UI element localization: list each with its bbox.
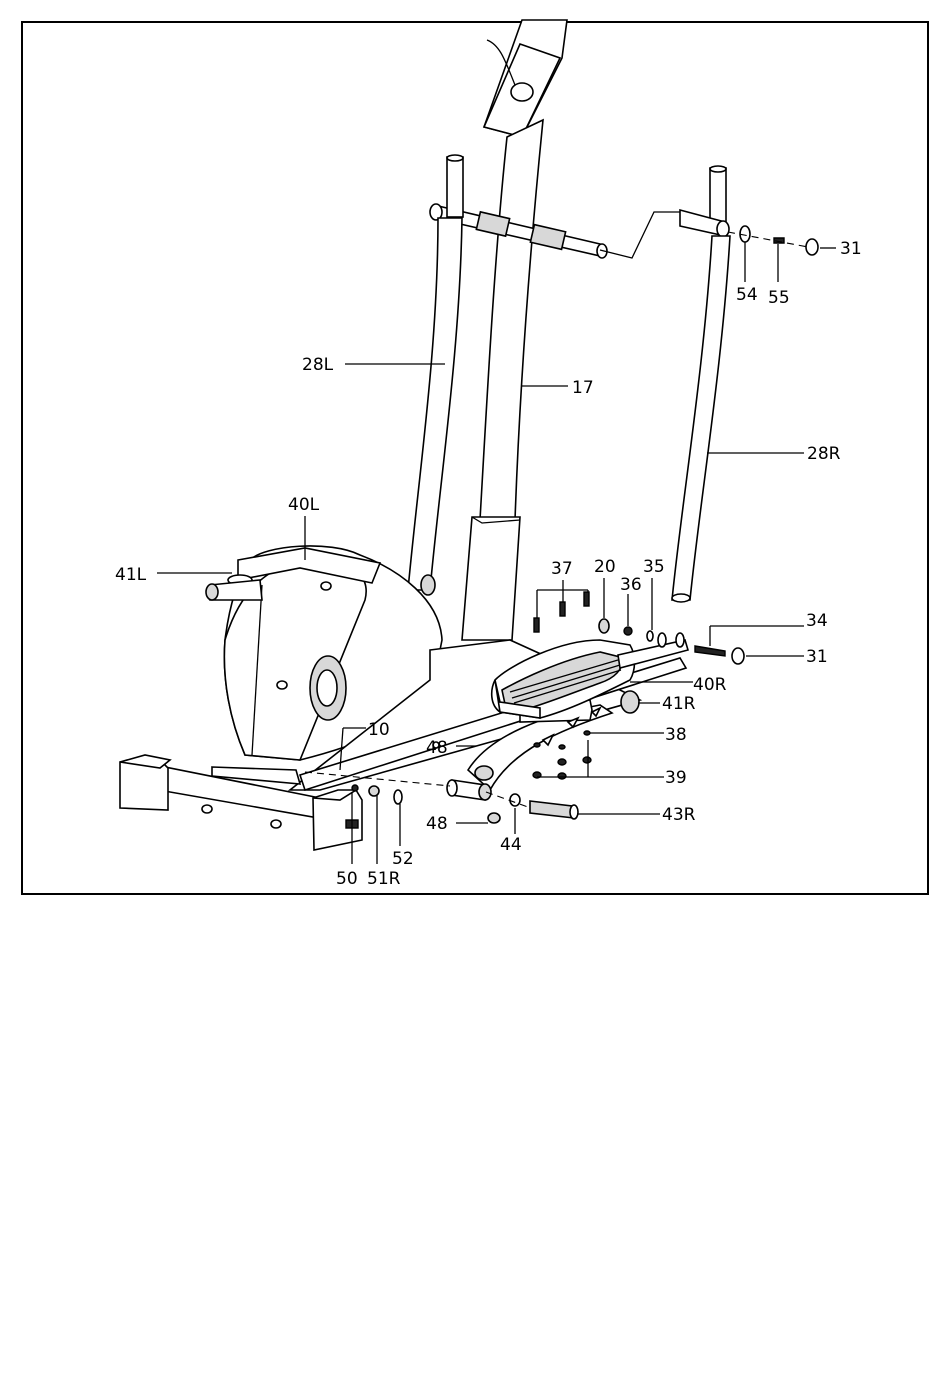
label-41L: 41L — [115, 565, 147, 585]
label-17: 17 — [572, 378, 594, 398]
label-35: 35 — [643, 557, 665, 577]
label-40L: 40L — [288, 495, 320, 515]
label-36: 36 — [620, 575, 642, 595]
part-28R-right-arm — [672, 166, 730, 602]
label-28L: 28L — [302, 355, 334, 375]
label-51R: 51R — [367, 869, 401, 889]
hardware-54-55-31-top — [728, 226, 818, 255]
part-17-main-mast — [462, 20, 567, 640]
label-44: 44 — [500, 835, 522, 855]
label-54: 54 — [736, 285, 758, 305]
label-10: 10 — [368, 720, 390, 740]
label-48-lower: 48 — [426, 814, 448, 834]
label-31-top: 31 — [840, 239, 862, 259]
label-50: 50 — [336, 869, 358, 889]
part-28L-left-arm — [408, 155, 463, 595]
label-40R: 40R — [693, 675, 727, 695]
label-37: 37 — [551, 559, 573, 579]
label-34: 34 — [806, 611, 828, 631]
label-48-upper: 48 — [426, 738, 448, 758]
label-28R: 28R — [807, 444, 841, 464]
label-20: 20 — [594, 557, 616, 577]
label-52: 52 — [392, 849, 414, 869]
label-41R: 41R — [662, 694, 696, 714]
label-31-right: 31 — [806, 647, 828, 667]
handle-cross-tube — [430, 204, 680, 258]
label-39: 39 — [665, 768, 687, 788]
label-55: 55 — [768, 288, 790, 308]
label-43R: 43R — [662, 805, 696, 825]
label-38: 38 — [665, 725, 687, 745]
